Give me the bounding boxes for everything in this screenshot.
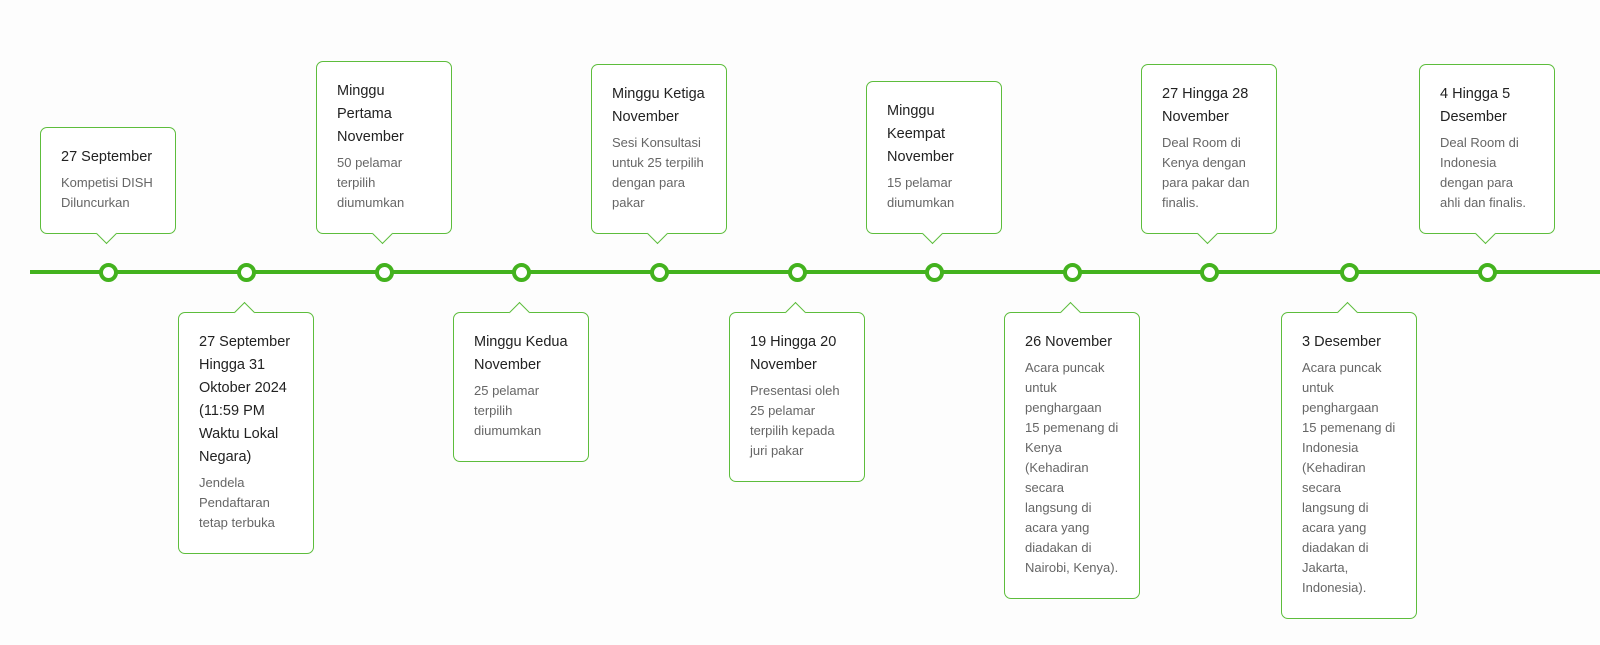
milestone-description: 50 pelamar terpilih diumumkan — [337, 155, 405, 210]
milestone-date: Minggu Keempat November — [887, 103, 954, 165]
milestone-date: 19 Hingga 20 November — [750, 334, 837, 373]
timeline-node — [787, 263, 807, 282]
milestone-card: Minggu Keempat November 15 pelamar diumum… — [866, 81, 1002, 234]
timeline-axis — [30, 270, 1600, 274]
milestone-date: Minggu Ketiga November — [612, 86, 705, 125]
milestone-description: 25 pelamar terpilih diumumkan — [474, 383, 542, 438]
timeline-node — [1062, 263, 1082, 282]
milestone-description: Sesi Konsultasi untuk 25 terpilih dengan… — [612, 135, 704, 210]
timeline-node — [1339, 263, 1359, 282]
timeline-node — [511, 263, 531, 282]
milestone-date: 27 September Hingga 31 Oktober 2024 (11:… — [199, 334, 291, 465]
milestone-date: 26 November — [1025, 334, 1113, 350]
timeline-node — [1199, 263, 1219, 282]
timeline-node — [236, 263, 256, 282]
milestone-description: Acara puncak untuk penghargaan 15 pemena… — [1302, 360, 1396, 595]
milestone-description: Presentasi oleh 25 pelamar terpilih kepa… — [750, 383, 840, 458]
timeline-node — [649, 263, 669, 282]
milestone-description: Jendela Pendaftaran tetap terbuka — [199, 475, 275, 530]
milestone-card: Minggu Pertama November 50 pelamar terpil… — [316, 61, 452, 234]
milestone-description: Kompetisi DISH Diluncurkan — [61, 175, 153, 210]
milestone-card: Minggu Kedua November 25 pelamar terpilih… — [453, 312, 589, 462]
timeline-node — [374, 263, 394, 282]
milestone-description: Acara puncak untuk penghargaan 15 pemena… — [1025, 360, 1119, 575]
milestone-date: 4 Hingga 5 Desember — [1440, 86, 1511, 125]
timeline-node — [1477, 263, 1497, 282]
milestone-description: 15 pelamar diumumkan — [887, 175, 955, 210]
milestone-date: 3 Desember — [1302, 334, 1381, 350]
milestone-card: 27 September Hingga 31 Oktober 2024 (11:… — [178, 312, 314, 554]
milestone-date: 27 September — [61, 149, 153, 165]
milestone-description: Deal Room di Indonesia dengan para ahli … — [1440, 135, 1526, 210]
milestone-date: Minggu Pertama November — [337, 83, 404, 145]
timeline-node — [98, 263, 118, 282]
milestone-date: Minggu Kedua November — [474, 334, 568, 373]
milestone-description: Deal Room di Kenya dengan para pakar dan… — [1162, 135, 1250, 210]
milestone-date: 27 Hingga 28 November — [1162, 86, 1249, 125]
timeline-node — [924, 263, 944, 282]
